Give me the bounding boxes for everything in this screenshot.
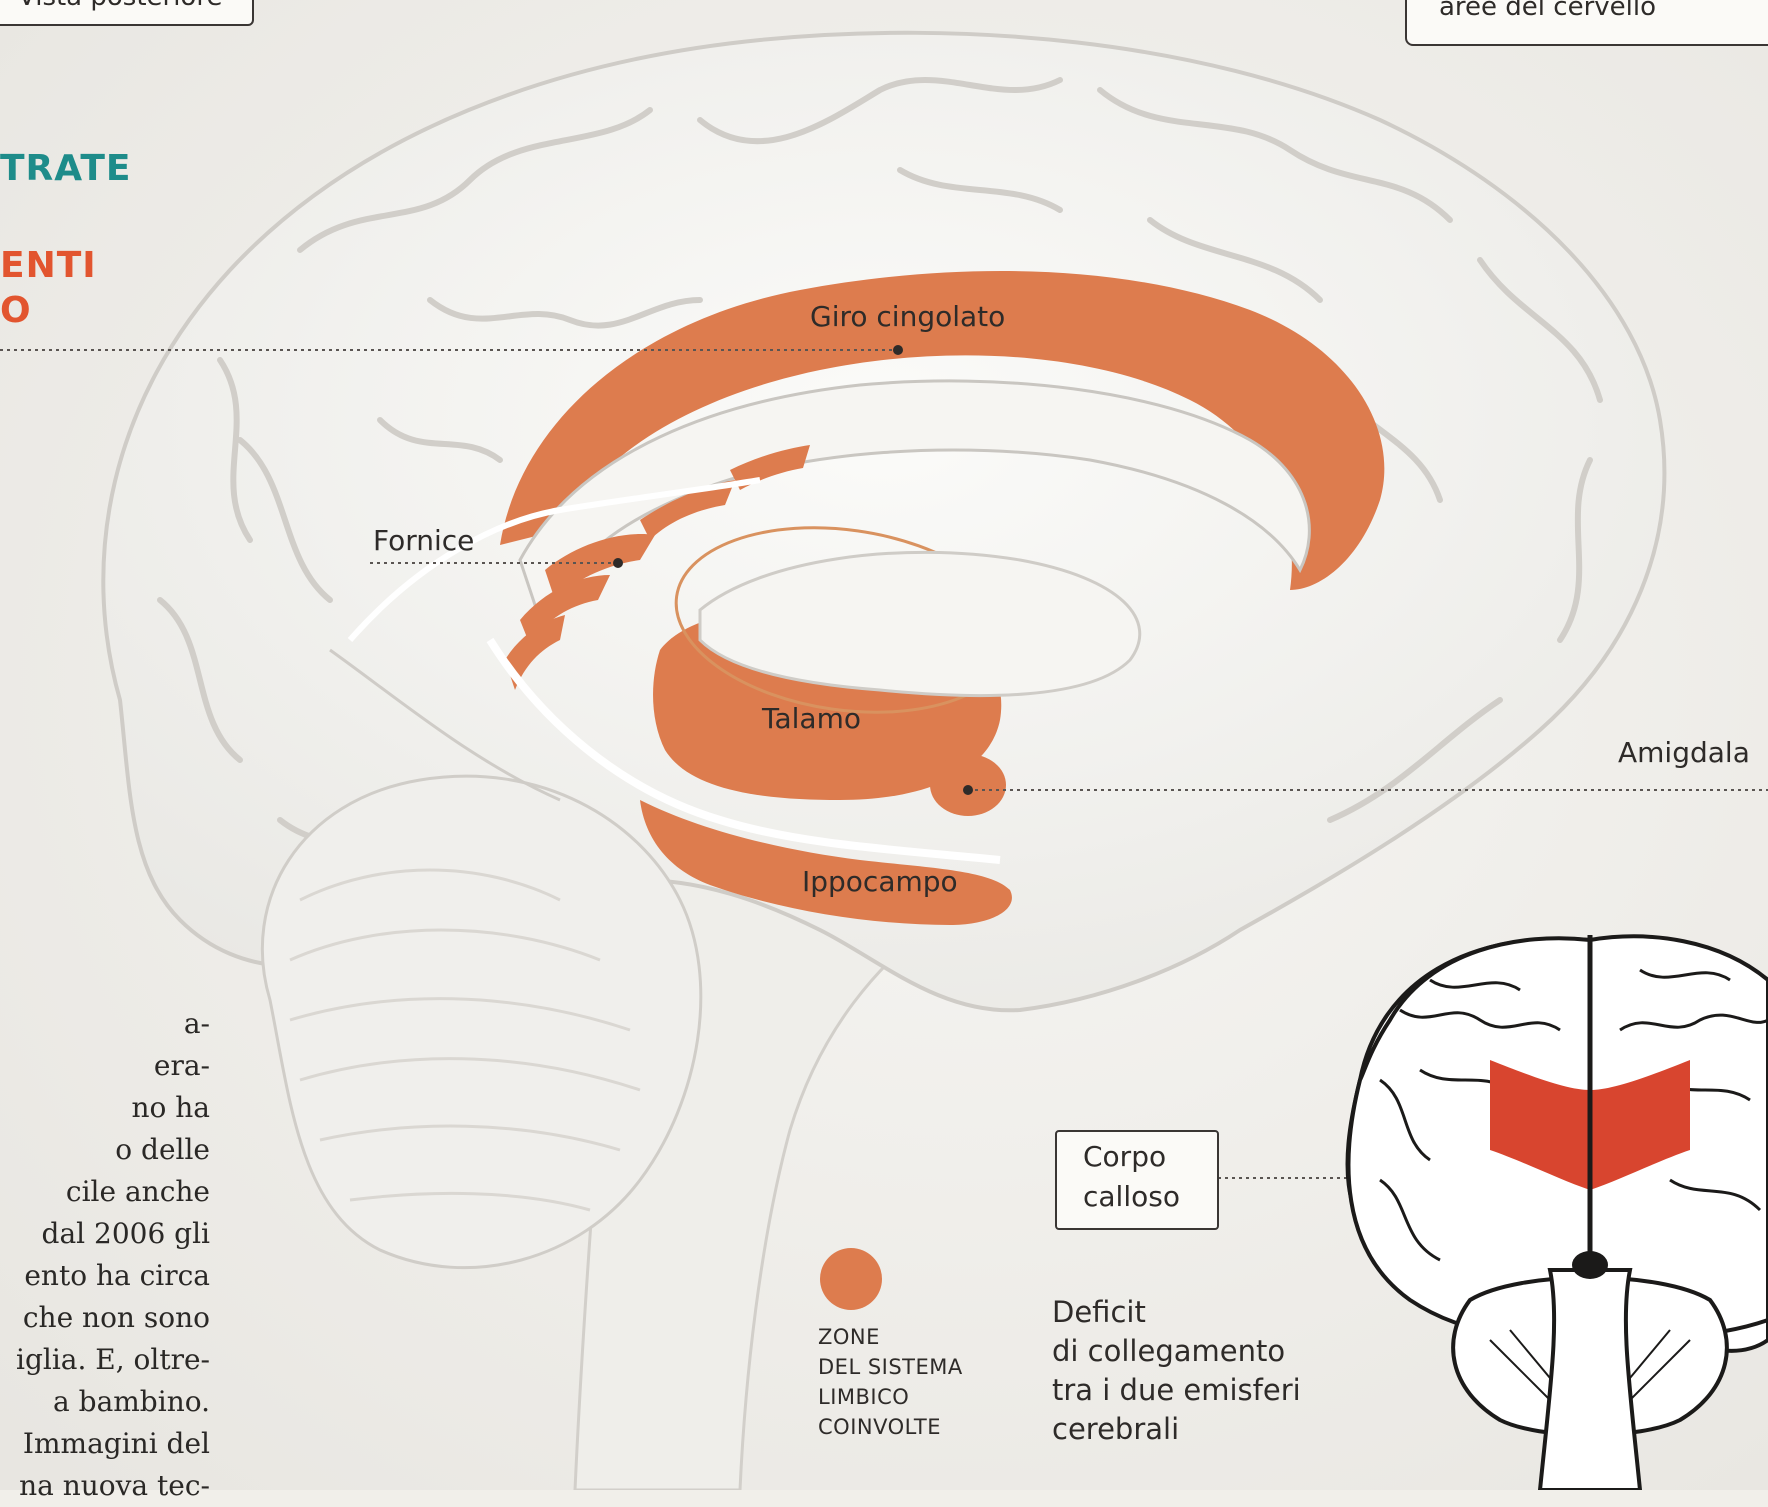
label-fornice: Fornice [373,524,474,557]
label-corpo-calloso-line2: calloso [1083,1180,1180,1213]
corpo-calloso-box: Corpo calloso [1055,1130,1219,1230]
body-line: era- [0,1045,210,1087]
body-line: a bambino. [0,1381,210,1423]
article-body-text: a- era- no ha o delle cile anche dal 200… [0,1003,210,1507]
body-line: ento ha circa [0,1255,210,1297]
legend-line: COINVOLTE [818,1412,963,1442]
legend-line: LIMBICO [818,1382,963,1412]
legend-line: DEL SISTEMA [818,1352,963,1382]
amigdala-dot [963,785,973,795]
body-line: iglia. E, oltre- [0,1339,210,1381]
legend-text: ZONE DEL SISTEMA LIMBICO COINVOLTE [818,1322,963,1442]
body-line: Immagini del [0,1423,210,1465]
legend-swatch [820,1248,882,1310]
body-line: che non sono [0,1297,210,1339]
brain-frontal-view [1320,920,1768,1490]
deficit-line: tra i due emisferi [1052,1371,1301,1410]
label-amigdala: Amigdala [1618,736,1750,769]
legend-line: ZONE [818,1322,963,1352]
body-line: o delle [0,1129,210,1171]
deficit-line: di collegamento [1052,1332,1301,1371]
body-line: dal 2006 gli [0,1213,210,1255]
deficit-text: Deficit di collegamento tra i due emisfe… [1052,1293,1301,1449]
label-corpo-calloso-line1: Corpo [1083,1140,1166,1173]
body-line: cile anche [0,1171,210,1213]
body-line: a- [0,1003,210,1045]
label-talamo: Talamo [762,702,861,735]
body-line: no ha [0,1087,210,1129]
deficit-line: Deficit [1052,1293,1301,1332]
giro-cingolato-dot [893,345,903,355]
deficit-line: cerebrali [1052,1410,1301,1449]
label-ippocampo: Ippocampo [802,865,958,898]
fornice-dot [613,558,623,568]
body-line: na nuova tec- [0,1465,210,1507]
label-giro-cingolato: Giro cingolato [810,300,1005,333]
